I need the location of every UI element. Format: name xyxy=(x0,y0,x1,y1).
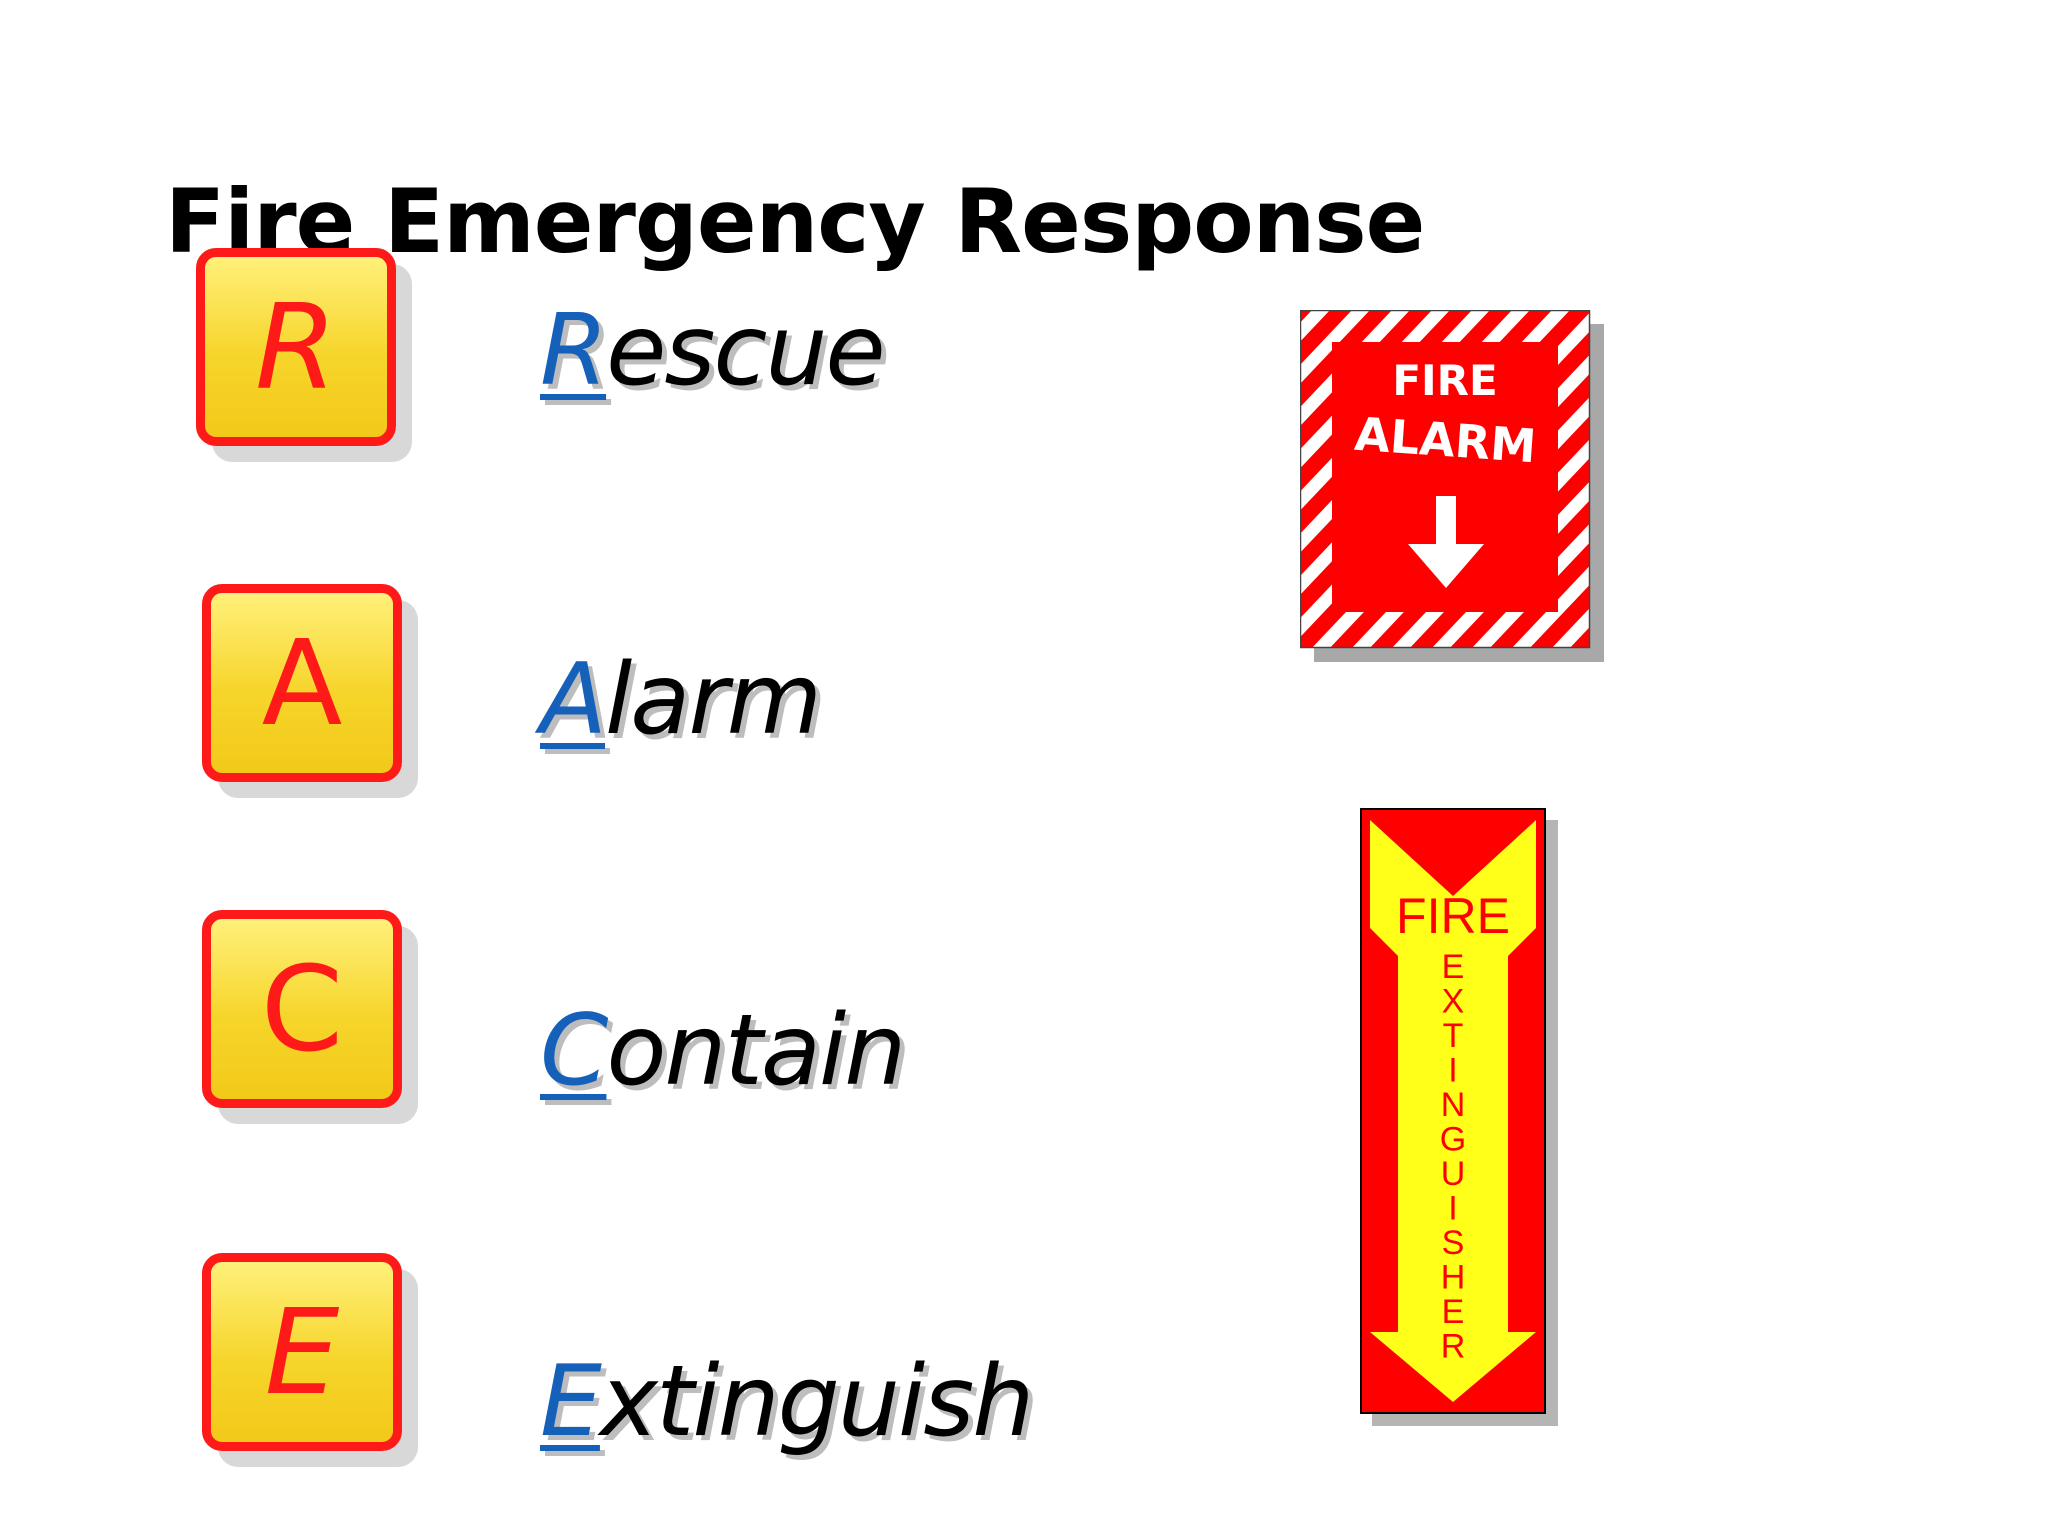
tile-e-letter: E xyxy=(264,1283,340,1421)
fire-alarm-line1: FIRE xyxy=(1392,356,1497,405)
tile-e: E xyxy=(202,1253,402,1451)
word-rescue: Rescue xyxy=(540,302,886,400)
tile-a-letter: A xyxy=(261,614,343,752)
fire-extinguisher-line1: FIRE xyxy=(1396,888,1510,944)
word-rescue-initial: R xyxy=(540,294,608,408)
word-contain: Contain xyxy=(540,1002,906,1100)
tile-c-letter: C xyxy=(260,940,344,1078)
word-extinguish-rest: xtinguish xyxy=(599,1345,1034,1459)
tile-r-letter: R xyxy=(255,278,337,416)
arrow-down-icon xyxy=(1408,496,1484,588)
word-extinguish-initial: E xyxy=(540,1345,602,1459)
word-extinguish: Extinguish xyxy=(540,1353,1034,1451)
word-contain-initial: C xyxy=(540,994,608,1108)
arrow-down-icon xyxy=(1370,820,1536,1402)
tile-c: C xyxy=(202,910,402,1108)
word-rescue-rest: escue xyxy=(606,294,886,408)
fire-alarm-line2: ALARM xyxy=(1353,407,1538,474)
tile-a: A xyxy=(202,584,402,782)
word-alarm-initial: A xyxy=(540,643,607,757)
word-alarm-rest: larm xyxy=(605,643,822,757)
tile-r: R xyxy=(196,248,396,446)
fire-alarm-sign: FIRE ALARM xyxy=(1300,310,1604,662)
word-alarm: Alarm xyxy=(540,651,822,749)
word-contain-rest: ontain xyxy=(606,994,906,1108)
